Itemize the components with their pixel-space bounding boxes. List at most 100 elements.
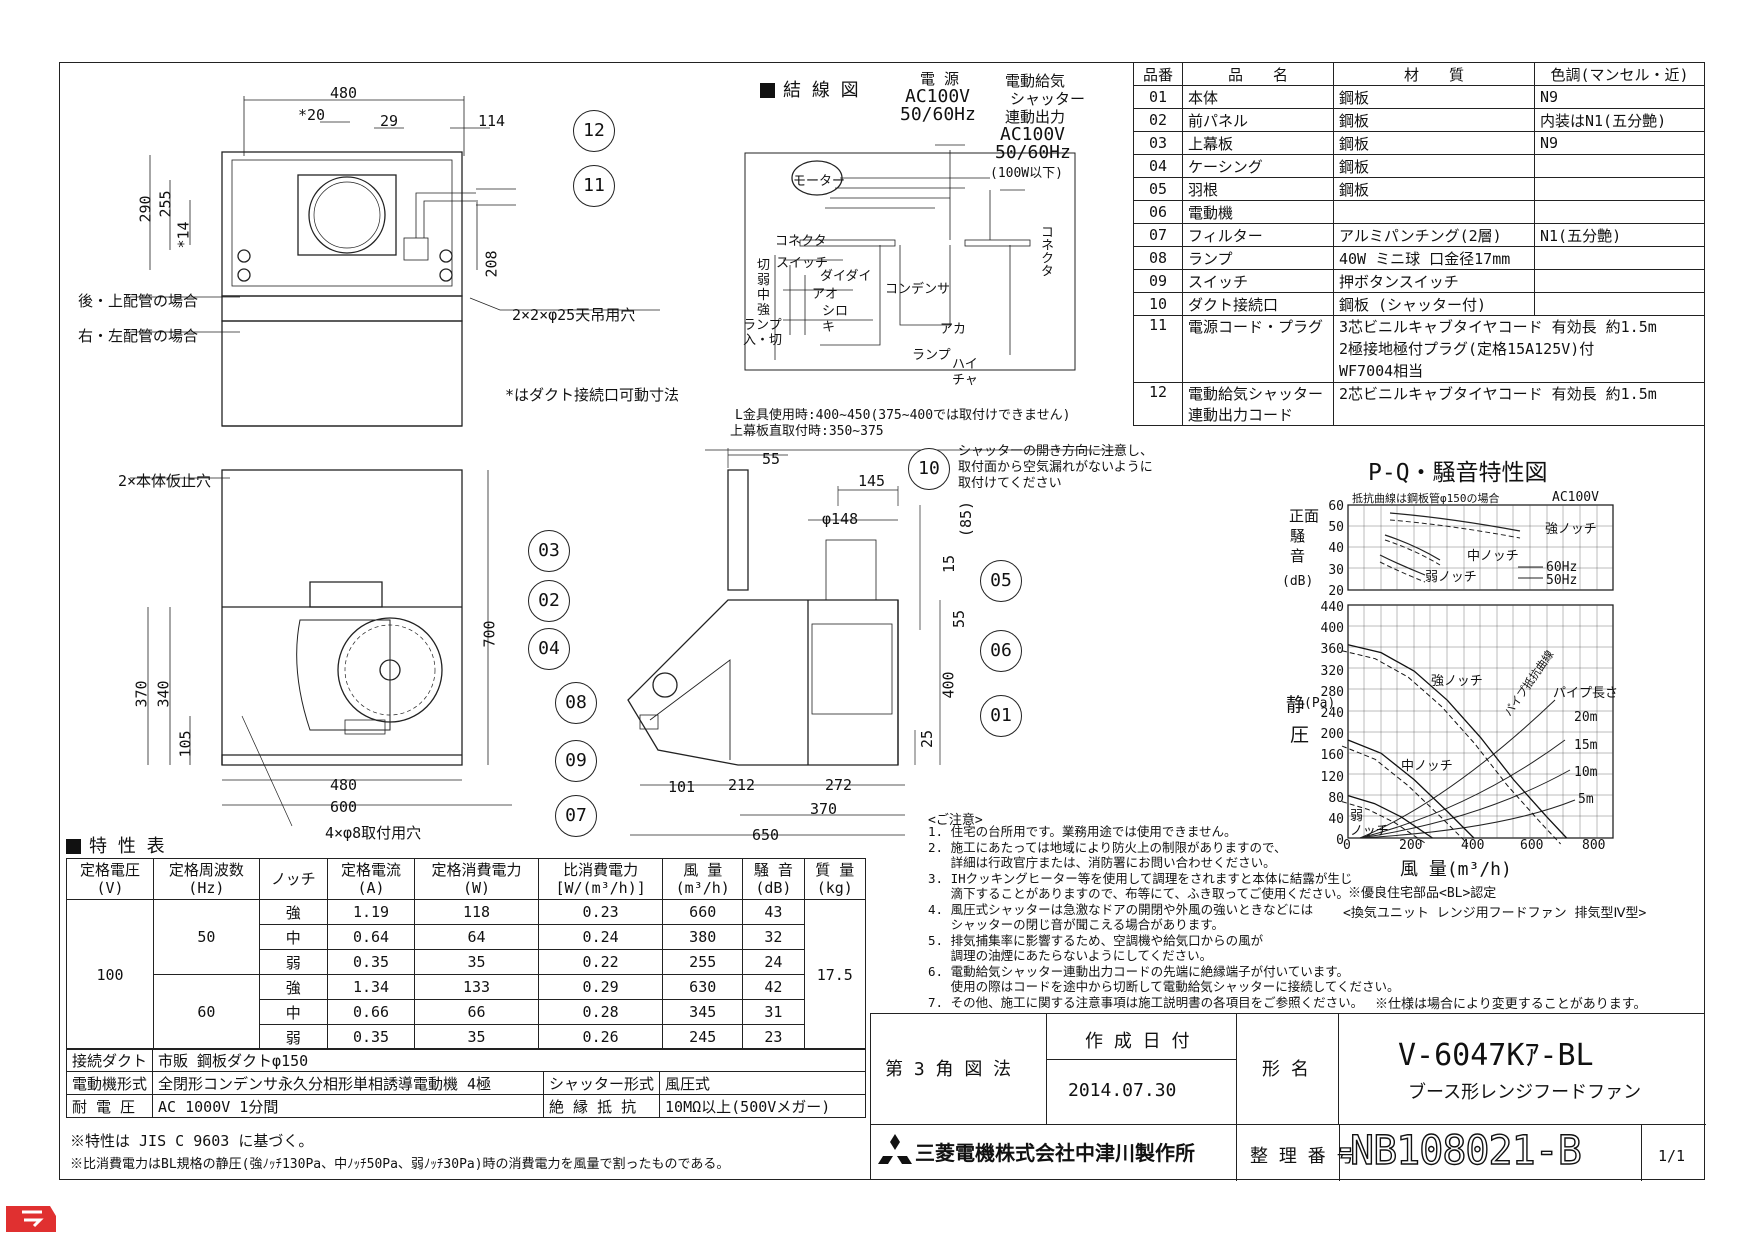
date-label: 作 成 日 付 <box>1085 1031 1190 1052</box>
shutter-note-1: シャッターの開き方向に注意し、 <box>958 444 1154 459</box>
legend-60hz: 60Hz <box>1546 560 1578 575</box>
power-freq: 50/60Hz <box>900 104 976 125</box>
pressure-axis-unit: (Pa) <box>1304 696 1336 711</box>
wire-brown: チャ <box>952 373 978 388</box>
spec-footnote-2: ※比消費電力はBL規格の静圧(強ﾉｯﾁ130Pa、中ﾉｯﾁ50Pa、弱ﾉｯﾁ30… <box>70 1157 730 1172</box>
spec-header-4-0: 定格消費電力 <box>431 861 522 879</box>
spec-table: 定格電圧(V)定格周波数(Hz)ノッチ定格電流(A)定格消費電力(W)比消費電力… <box>65 858 867 1050</box>
pq-series-line-50hz-1 <box>1341 745 1469 845</box>
duct-note: *はダクト接続口可動寸法 <box>505 386 680 404</box>
x-tick-400: 400 <box>1461 838 1485 853</box>
bl-note-1: ※優良住宅部品<BL>認定 <box>1348 886 1497 901</box>
temp-holes-label: 2×本体仮止穴 <box>118 472 212 490</box>
mitsubishi-logo-icon <box>878 1134 912 1168</box>
spec-header-3-1: (A) <box>357 879 385 897</box>
dim-480-front: 480 <box>330 776 358 794</box>
shutter-note-2: 取付面から空気漏れがないように <box>958 460 1153 475</box>
note-line: 調理の油煙にあたらないようにしてください。 <box>928 948 1213 963</box>
spec-header: 定格電圧(V)定格周波数(Hz)ノッチ定格電流(A)定格消費電力(W)比消費電力… <box>65 858 867 900</box>
spec-header-1-0: 定格周波数 <box>168 861 244 879</box>
dim-145: 145 <box>858 472 886 490</box>
shutter-note-3: 取付けてください <box>958 476 1062 491</box>
wire-red: アカ <box>940 322 967 337</box>
note-line: 5. 排気捕集率に影響するため、空調機や給気口からの風が <box>928 932 1264 948</box>
note-line: 4. 風圧式シャッターは急激なドアの開閉や外風の強いときなどには <box>928 901 1314 917</box>
motor-label: モーター <box>793 174 846 189</box>
table-row: 12 電動給気シャッター連動出力コード 2芯ビニルキャブタイヤコード 有効長 約… <box>1133 382 1705 426</box>
pq-top-note: 抵抗曲線は鋼板管φ150の場合 <box>1352 492 1500 505</box>
spec-header-7-0: 騒 音 <box>753 861 793 879</box>
dim-255: 255 <box>156 190 175 218</box>
switch-levels: 切弱中強ランプ入・切 <box>743 258 783 348</box>
x-tick-600: 600 <box>1520 838 1544 853</box>
noise-label-strong: 強ノッチ <box>1545 522 1597 537</box>
creation-date: 2014.07.30 <box>1068 1080 1177 1101</box>
spec-header-0-1: (V) <box>96 879 124 897</box>
pq-series-line-50hz-2 <box>1341 801 1427 845</box>
x-tick-800: 800 <box>1582 838 1606 853</box>
spec-header-4-1: (W) <box>462 879 491 897</box>
dim-370: 370 <box>132 680 151 708</box>
drawing-frame <box>59 62 1705 1180</box>
note-line: 詳細は行政官庁または、消防署にお問い合わせください。 <box>928 855 1276 870</box>
capacitor-label: コンデンサ <box>885 282 951 297</box>
callout-07: 07 <box>555 795 597 837</box>
pq-label-mid: 中ノッチ <box>1401 759 1453 774</box>
pq-label-weak-2: ノッチ <box>1350 824 1389 839</box>
callout-06: 06 <box>980 630 1022 672</box>
callout-04: 04 <box>528 628 570 670</box>
dim-400: 400 <box>939 671 958 699</box>
pq-series-line-50hz-0 <box>1341 650 1561 845</box>
note-line: シャッターの閉じ音が聞こえる場合があります。 <box>928 917 1224 932</box>
note-line: 1. 住宅の台所用です。業務用途では使用できません。 <box>928 824 1237 839</box>
noise-axis-label-2: 音 <box>1290 547 1306 565</box>
parts-header: 品番 品 名 材 質 色調(マンセル・近) <box>1133 62 1705 86</box>
pipe-length-label: パイプ長さ <box>1553 686 1619 701</box>
dim-85: (85) <box>957 500 976 538</box>
mass-cell: 17.5 <box>803 899 867 1050</box>
note-line: 7. その他、施工に関する注意事項は施工説明書の各項目をご参照ください。 <box>928 994 1364 1010</box>
callout-09: 09 <box>555 740 597 782</box>
note-line: 2. 施工にあたっては地域により防火上の制限がありますので、 <box>928 839 1287 855</box>
dim-20: *20 <box>298 106 326 124</box>
spec-header-6-0: 風 量 <box>683 861 723 879</box>
dim-370-side: 370 <box>810 800 838 818</box>
noise-label-mid: 中ノッチ <box>1467 549 1519 564</box>
ceiling-note: 上幕板直取付時:350~375 <box>730 424 884 439</box>
shutter-label-2: シャッター <box>1010 90 1086 108</box>
voltage-cell: 100 <box>65 899 155 1050</box>
noise-axis-label-0: 正面 <box>1289 507 1320 525</box>
company-name: 三菱電機株式会社中津川製作所 <box>915 1141 1195 1165</box>
pq-curves <box>1341 644 1568 845</box>
spec-title: 特 性 表 <box>66 832 165 858</box>
callout-10: 10 <box>908 448 950 490</box>
note-line: 使用の際はコードを途中から切断して電動給気シャッターに接続してください。 <box>928 979 1400 994</box>
dim-600: 600 <box>330 798 358 816</box>
wire-yellow: キ <box>822 320 836 335</box>
dim-14: *14 <box>174 221 193 249</box>
x-tick-0: 0 <box>1343 838 1351 853</box>
spec-extra-table: 接続ダクト 市販 鋼板ダクトφ150 電動機形式 全閉形コンデンサ永久分相形単相… <box>65 1048 866 1118</box>
pressure-axis-label-1: 静 <box>1286 694 1306 716</box>
change-note: ※仕様は場合により変更することがあります。 <box>1375 997 1647 1012</box>
pq-label-weak-1: 弱 <box>1350 809 1364 824</box>
number-label: 整 理 番 号 <box>1250 1146 1355 1167</box>
x-axis-label: 風 量(m³/h) <box>1400 859 1512 880</box>
notes-title: <ご注意> <box>928 813 983 828</box>
pq-series-line-1 <box>1347 739 1475 839</box>
dim-55-top: 55 <box>762 450 781 468</box>
model-name-label: 形 名 <box>1262 1059 1309 1080</box>
mount-holes-label: 4×φ8取付用穴 <box>325 824 422 842</box>
corner-mark-icon <box>6 1202 58 1238</box>
sheet-number: 1/1 <box>1658 1147 1686 1165</box>
wire-white: シロ <box>822 304 849 319</box>
dim-101: 101 <box>668 778 696 796</box>
